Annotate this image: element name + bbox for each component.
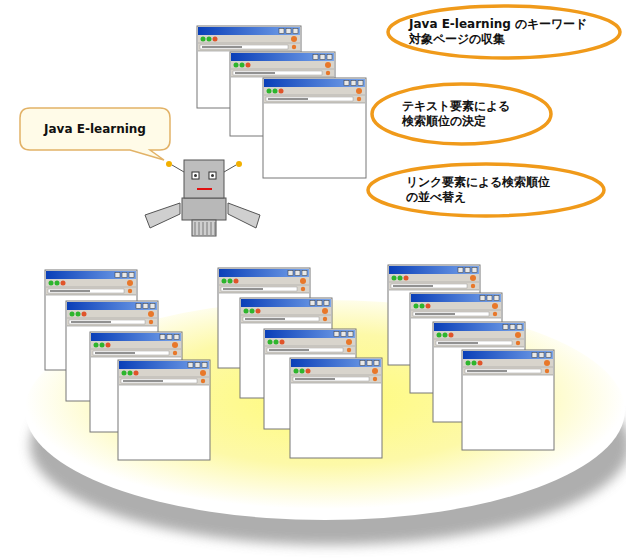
- step-ellipse: Java E-learning のキーワード 対象ページの収集: [386, 4, 622, 60]
- step-text: テキスト要素による 検索順位の決定: [402, 99, 522, 129]
- platform-glow: [25, 300, 625, 520]
- step-ellipse: リンク要素による検索順位 の並べ替え: [366, 162, 606, 218]
- robot: [145, 160, 260, 236]
- step-text: Java E-learning: [44, 122, 146, 137]
- step-text: Java E-learning のキーワード 対象ページの収集: [409, 17, 599, 47]
- browser-window: [290, 358, 382, 458]
- step-text: リンク要素による検索順位 の並べ替え: [406, 175, 566, 205]
- browser-window: [462, 350, 554, 450]
- browser-window: [263, 78, 366, 178]
- browser-window: [118, 360, 210, 460]
- step-ellipse: テキスト要素による 検索順位の決定: [370, 82, 553, 146]
- ellipse-outline: [366, 162, 606, 218]
- speech-bubble: Java E-learning: [20, 108, 170, 150]
